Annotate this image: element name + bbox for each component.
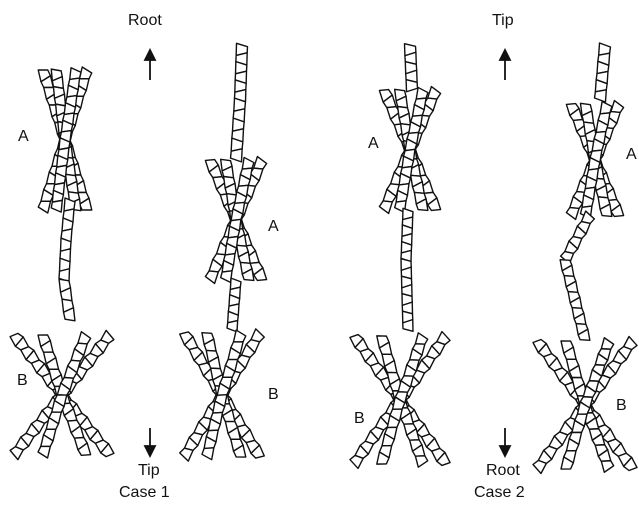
case2-bottom-label: Root bbox=[486, 462, 520, 480]
case1-strand1-label-b: B bbox=[17, 372, 28, 390]
case1-strand2-label-a: A bbox=[268, 218, 279, 236]
case1-strand1-label-a: A bbox=[18, 128, 29, 146]
case1-strand1-stem bbox=[59, 198, 75, 321]
case2-caption: Case 2 bbox=[474, 484, 525, 502]
case2-strand2-label-a: A bbox=[626, 146, 637, 164]
case2-strand2-stem-mid bbox=[560, 211, 594, 340]
case1-down-arrow-icon bbox=[145, 428, 155, 456]
case2-strand2-stem-top bbox=[595, 43, 611, 102]
case1-bottom-label: Tip bbox=[138, 462, 160, 480]
case2-strand1-label-a: A bbox=[368, 135, 379, 153]
case1-strand2-stem-mid bbox=[227, 278, 241, 332]
case1-strand2-label-b: B bbox=[268, 386, 279, 404]
case2-strand2-label-b: B bbox=[616, 397, 627, 415]
case2-strand1-stem-top bbox=[405, 44, 418, 92]
case1-top-label: Root bbox=[128, 12, 162, 30]
case2-up-arrow-icon bbox=[500, 50, 510, 80]
case1-up-arrow-icon bbox=[145, 50, 155, 80]
case2-down-arrow-icon bbox=[500, 428, 510, 456]
case1-caption: Case 1 bbox=[119, 484, 170, 502]
case2-strand1-label-b: B bbox=[354, 410, 365, 428]
case2-top-label: Tip bbox=[492, 12, 514, 30]
case1-strand2-stem-top bbox=[231, 43, 248, 162]
case2-strand1-stem-mid bbox=[401, 208, 413, 331]
